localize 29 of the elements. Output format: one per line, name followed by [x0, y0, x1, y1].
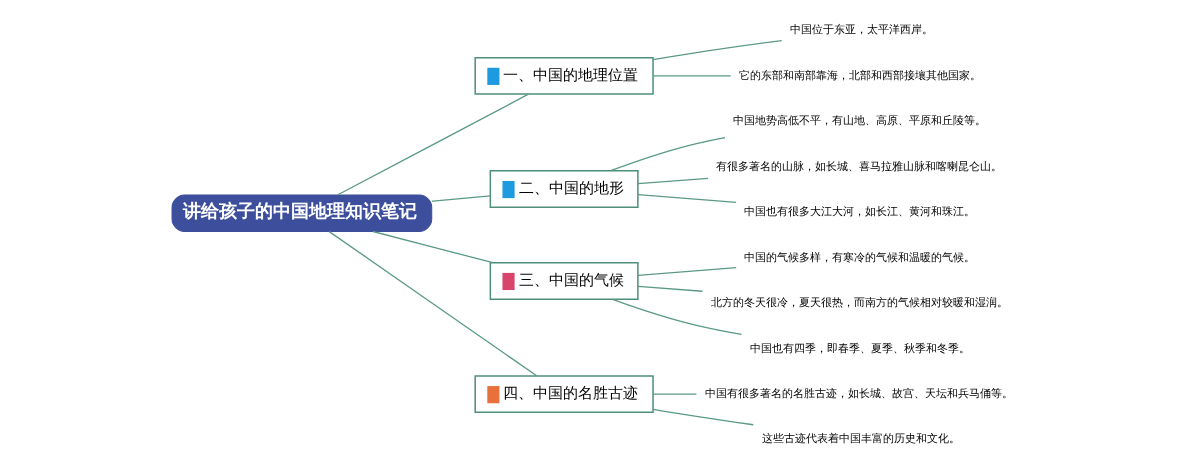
node-text: 中国也有四季，即春季、夏季、秋季和冬季。	[749, 341, 970, 355]
node-text: 中国的气候多样，有寒冷的气候和温暖的气候。	[743, 250, 975, 264]
node-box: 讲给孩子的中国地理知识笔记	[171, 194, 432, 232]
connector	[652, 39, 782, 61]
connector	[430, 195, 491, 202]
node-text: 中国有很多著名的名胜古迹，如长城、故宫、天坛和兵马俑等。	[704, 386, 1013, 400]
node-box: 四、中国的名胜古迹	[473, 375, 654, 414]
node-text: 中国地势高低不平，有山地、高原、平原和丘陵等。	[732, 114, 986, 128]
node-text: 北方的冬天很冷，夏天很热，而南方的气候相对较暖和湿润。	[710, 296, 1008, 310]
node-text: 中国也有很多大江大河，如长江、黄河和珠江。	[743, 205, 975, 219]
node-text: 它的东部和南部靠海，北部和西部接壤其他国家。	[738, 68, 981, 82]
connector	[336, 93, 529, 196]
node-box: 三、中国的气候	[489, 262, 639, 300]
node-text: 这些古迹代表着中国丰富的历史和文化。	[761, 432, 960, 446]
connector	[609, 136, 726, 172]
connector	[651, 408, 754, 426]
connector	[636, 194, 737, 203]
connector	[652, 75, 731, 77]
connector	[610, 298, 742, 336]
connector	[636, 267, 737, 276]
connector	[371, 230, 494, 264]
connector	[636, 285, 703, 292]
connector	[328, 230, 537, 377]
connector	[652, 393, 697, 395]
connector	[636, 177, 709, 185]
node-text: 中国位于东亚，太平洋西岸。	[789, 23, 933, 37]
node-box: 一、中国的地理位置	[473, 56, 654, 95]
node-text: 有很多著名的山脉，如长城、喜马拉雅山脉和喀喇昆仑山。	[715, 159, 1002, 173]
node-box: 二、中国的地形	[489, 170, 639, 208]
